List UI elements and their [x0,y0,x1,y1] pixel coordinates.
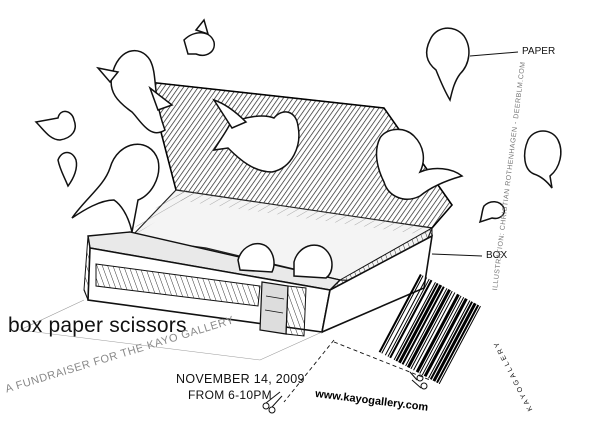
event-date: NOVEMBER 14, 2009 [176,372,305,386]
barcode-bar [436,304,480,384]
barcode-bar [406,289,451,369]
barcode-bar [413,292,456,371]
barcode-bar [384,277,428,356]
barcode-bar [381,275,424,354]
paper-leader-line [469,51,519,57]
barcode-bar [421,297,465,376]
barcode-bar [428,300,471,379]
paper-label: PAPER [522,46,556,57]
barcode-bar [419,295,462,374]
scissors-icon-2 [409,371,428,390]
box-label: BOX [486,250,508,261]
barcode-bar [438,305,481,385]
event-title: box paper scissors [8,314,187,337]
barcode-bar [415,293,460,373]
cut-lines [283,339,431,403]
barcode-bar [398,284,443,364]
barcode-bar [401,286,445,365]
barcode [378,274,481,385]
barcode-bar [405,288,448,367]
box-leader-line [431,253,483,257]
scissors-icon [262,391,283,414]
barcode-bar [387,278,430,357]
box-body [18,227,434,361]
barcode-bar [410,290,453,370]
barcode-bar [395,282,439,362]
birds [34,18,562,279]
barcode-bar [423,297,468,378]
barcode-bar [393,281,436,361]
barcode-bar [378,274,422,353]
barcode-bar [389,279,433,359]
barcode-bar [429,301,473,380]
event-time: FROM 6-10PM [188,388,272,402]
barcode-bar [432,302,477,382]
